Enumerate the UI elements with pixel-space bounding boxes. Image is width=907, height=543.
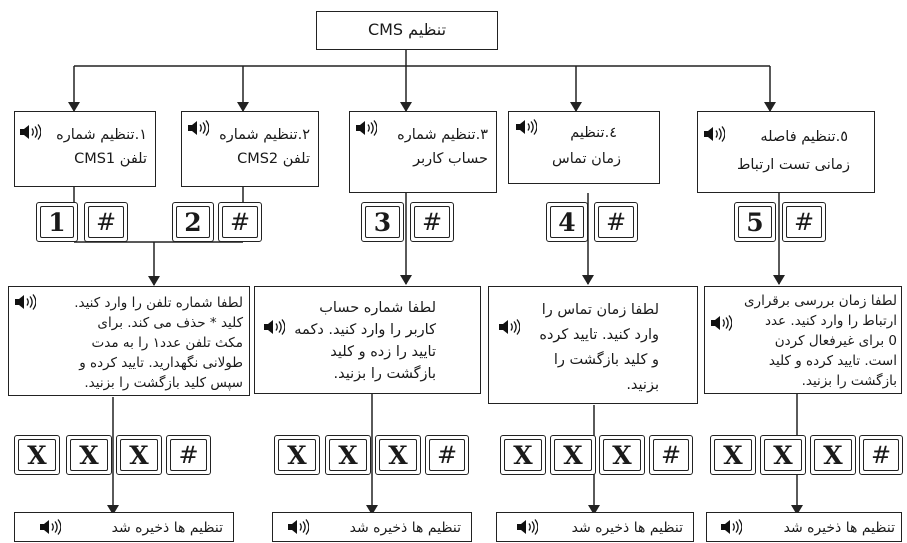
saved-text: تنظیم ها ذخیره شد xyxy=(571,520,683,536)
prompt-line: سپس کلید بازگشت را بزنید. xyxy=(84,375,243,391)
title-text: تنظیم CMS xyxy=(367,20,447,39)
speaker-icon xyxy=(499,319,520,335)
setting-line-1: ٣.تنظیم شماره xyxy=(397,127,488,143)
setting-line-2: حساب کاربر xyxy=(413,151,488,167)
key-hash[interactable]: # xyxy=(649,435,693,475)
key-1[interactable]: 1 xyxy=(36,202,78,242)
saved-box: تنظیم ها ذخیره شد xyxy=(14,512,234,542)
speaker-icon xyxy=(704,126,725,142)
key-x[interactable]: X xyxy=(710,435,756,475)
prompt-line: لطفا شماره حساب xyxy=(319,300,436,316)
prompt-line: وارد کنید. تایید کرده xyxy=(539,327,659,343)
key-5[interactable]: 5 xyxy=(734,202,776,242)
key-hash[interactable]: # xyxy=(782,202,826,242)
key-x[interactable]: X xyxy=(810,435,856,475)
speaker-icon xyxy=(20,124,41,140)
speaker-icon xyxy=(264,319,285,335)
prompt-line: کاربر را وارد کنید. دکمه xyxy=(294,322,436,338)
speaker-icon xyxy=(15,294,36,310)
setting-line-1: ١.تنظیم شماره xyxy=(56,127,147,143)
key-2[interactable]: 2 xyxy=(172,202,214,242)
key-x[interactable]: X xyxy=(760,435,806,475)
saved-text: تنظیم ها ذخیره شد xyxy=(111,520,223,536)
prompt-line: کلید * حذف می کند. برای xyxy=(97,315,243,331)
setting-line-2: زمان تماس xyxy=(552,151,621,167)
prompt-line: 0 برای غیرفعال کردن xyxy=(774,333,897,349)
key-hash[interactable]: # xyxy=(218,202,262,242)
setting-box-cms1: ١.تنظیم شماره تلفن CMS1 xyxy=(14,111,156,187)
prompt-line: بزنید. xyxy=(626,377,659,393)
speaker-icon xyxy=(516,119,537,135)
speaker-icon xyxy=(517,519,538,535)
key-hash[interactable]: # xyxy=(410,202,454,242)
prompt-line: لطفا زمان تماس را xyxy=(541,302,659,318)
prompt-line: مکث تلفن عدد۱ را به مدت xyxy=(91,335,243,351)
speaker-icon xyxy=(288,519,309,535)
key-x[interactable]: X xyxy=(66,435,112,475)
setting-line-1: ٢.تنظیم شماره xyxy=(219,127,310,143)
key-3[interactable]: 3 xyxy=(361,202,404,242)
prompt-box-call-time: لطفا زمان تماس را وارد کنید. تایید کرده … xyxy=(488,286,698,404)
prompt-line: ارتباط را وارد کنید. عدد xyxy=(764,313,897,329)
setting-line-2: تلفن CMS2 xyxy=(237,151,310,167)
prompt-line: و کلید بازگشت را xyxy=(553,352,659,368)
key-hash[interactable]: # xyxy=(84,202,128,242)
key-x[interactable]: X xyxy=(116,435,162,475)
saved-text: تنظیم ها ذخیره شد xyxy=(783,520,895,536)
key-x[interactable]: X xyxy=(550,435,596,475)
prompt-box-account-number: لطفا شماره حساب کاربر را وارد کنید. دکمه… xyxy=(254,286,481,394)
key-hash[interactable]: # xyxy=(594,202,638,242)
saved-text: تنظیم ها ذخیره شد xyxy=(349,520,461,536)
setting-line-1: ٥.تنظیم فاصله xyxy=(760,129,848,145)
setting-box-call-time: ٤.تنظیم زمان تماس xyxy=(508,111,660,184)
key-x[interactable]: X xyxy=(325,435,371,475)
key-x[interactable]: X xyxy=(274,435,320,475)
prompt-line: طولانی نگهدارید. تایید کرده و xyxy=(79,355,243,371)
key-hash[interactable]: # xyxy=(166,435,211,475)
speaker-icon xyxy=(711,315,732,331)
setting-line-1: ٤.تنظیم xyxy=(570,125,617,141)
prompt-line: است. تایید کرده و کلید xyxy=(768,353,897,369)
title-box: تنظیم CMS xyxy=(316,11,498,50)
prompt-line: لطفا زمان بررسی برقراری xyxy=(743,293,897,309)
key-x[interactable]: X xyxy=(375,435,421,475)
prompt-box-check-interval: لطفا زمان بررسی برقراری ارتباط را وارد ک… xyxy=(704,286,902,394)
speaker-icon xyxy=(356,120,377,136)
prompt-box-phone-number: لطفا شماره تلفن را وارد کنید. کلید * حذف… xyxy=(8,286,250,396)
setting-box-user-account: ٣.تنظیم شماره حساب کاربر xyxy=(349,111,497,193)
prompt-line: بازگشت را بزنید. xyxy=(801,373,897,389)
speaker-icon xyxy=(721,519,742,535)
key-x[interactable]: X xyxy=(500,435,546,475)
key-x[interactable]: X xyxy=(14,435,60,475)
setting-line-2: تلفن CMS1 xyxy=(74,151,147,167)
key-hash[interactable]: # xyxy=(425,435,469,475)
prompt-line: لطفا شماره تلفن را وارد کنید. xyxy=(74,295,243,311)
key-hash[interactable]: # xyxy=(859,435,903,475)
setting-box-cms2: ٢.تنظیم شماره تلفن CMS2 xyxy=(181,111,319,187)
prompt-line: بازگشت را بزنید. xyxy=(333,366,436,382)
speaker-icon xyxy=(40,519,61,535)
setting-box-test-interval: ٥.تنظیم فاصله زمانی تست ارتباط xyxy=(697,111,875,193)
key-x[interactable]: X xyxy=(599,435,645,475)
key-4[interactable]: 4 xyxy=(546,202,588,242)
speaker-icon xyxy=(188,120,209,136)
prompt-line: تایید را زده و کلید xyxy=(330,344,436,360)
saved-box: تنظیم ها ذخیره شد xyxy=(496,512,694,542)
setting-line-2: زمانی تست ارتباط xyxy=(736,157,850,173)
